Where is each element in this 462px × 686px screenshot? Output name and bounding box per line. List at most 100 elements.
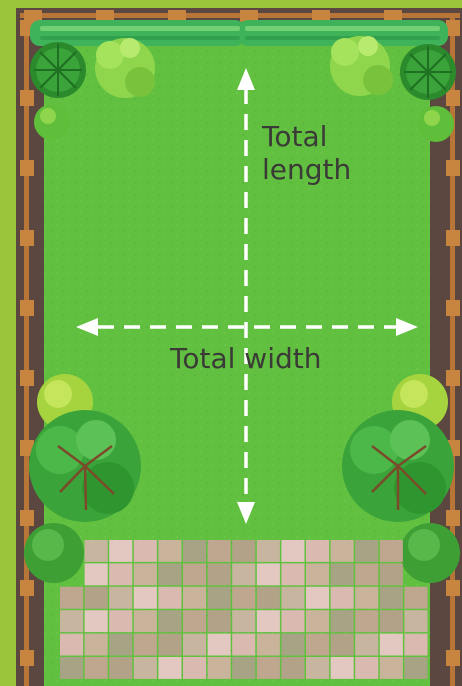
paver-tile	[85, 587, 108, 609]
paver-tile	[183, 657, 206, 679]
paver-tile	[404, 610, 427, 632]
fence-post	[446, 160, 460, 176]
paver-tile	[355, 657, 378, 679]
paver-tile	[355, 634, 378, 656]
paver-tile	[257, 634, 280, 656]
paver-tile	[208, 610, 231, 632]
fence-post	[446, 370, 460, 386]
paver-tile	[109, 610, 132, 632]
fence-post	[446, 90, 460, 106]
paver-tile	[183, 563, 206, 585]
fence-post	[446, 510, 460, 526]
paver-tile	[257, 657, 280, 679]
paver-tile	[158, 610, 181, 632]
fence-post	[20, 300, 34, 316]
palm-tree-icon	[30, 42, 86, 98]
paver-tile	[134, 610, 157, 632]
paver-tile	[355, 540, 378, 562]
canopy-tree-icon	[29, 410, 141, 522]
fence-post	[446, 650, 460, 666]
paver-tile	[134, 563, 157, 585]
round-bush-icon	[24, 523, 84, 583]
paver-tile	[355, 610, 378, 632]
paver-tile	[183, 540, 206, 562]
paver-tile	[85, 657, 108, 679]
paver-tile	[306, 540, 329, 562]
paver-tile	[380, 610, 403, 632]
paver-tile	[232, 657, 255, 679]
fence-post	[446, 580, 460, 596]
paver-tile	[380, 563, 403, 585]
paver-tile	[60, 587, 83, 609]
paver-tile	[232, 587, 255, 609]
paver-tile	[109, 540, 132, 562]
round-bush-icon	[400, 523, 460, 583]
paver-tile	[158, 587, 181, 609]
paver-tile	[306, 657, 329, 679]
paver-tile	[109, 657, 132, 679]
paver-tile	[281, 540, 304, 562]
paver-tile	[380, 657, 403, 679]
paver-tile	[232, 540, 255, 562]
paver-tile	[208, 634, 231, 656]
paver-tile	[355, 563, 378, 585]
paver-tile	[404, 657, 427, 679]
fence-post	[20, 90, 34, 106]
fence-post	[20, 510, 34, 526]
paver-tile	[109, 563, 132, 585]
paver-tile	[331, 610, 354, 632]
fence-post	[446, 300, 460, 316]
paver-tile	[183, 610, 206, 632]
round-bush-icon	[34, 104, 70, 140]
paver-tile	[60, 657, 83, 679]
paver-tile	[281, 634, 304, 656]
paver-tile	[257, 563, 280, 585]
paver-tile	[380, 634, 403, 656]
canopy-tree-icon	[342, 410, 454, 522]
fence-post	[446, 20, 460, 36]
paver-tile	[281, 657, 304, 679]
paver-tile	[306, 563, 329, 585]
palm-tree-icon	[400, 44, 456, 100]
paver-tile	[60, 610, 83, 632]
paver-tile	[208, 587, 231, 609]
paver-tile	[281, 563, 304, 585]
paver-tile	[85, 563, 108, 585]
paver-tile	[380, 540, 403, 562]
paver-tile	[281, 587, 304, 609]
paver-tile	[257, 587, 280, 609]
fence-post	[20, 160, 34, 176]
paver-tile	[306, 634, 329, 656]
leafy-shrub-icon	[95, 38, 155, 98]
paver-tile	[232, 634, 255, 656]
paver-tile	[281, 610, 304, 632]
paver-tile	[134, 634, 157, 656]
top-hedge	[30, 20, 448, 46]
paver-tile	[158, 540, 181, 562]
paver-tile	[85, 540, 108, 562]
paver-tile	[85, 610, 108, 632]
paver-tile	[109, 587, 132, 609]
fence-post	[20, 650, 34, 666]
total-length-label: Total length	[262, 120, 351, 186]
round-bush-icon	[418, 106, 454, 142]
paver-tile	[134, 587, 157, 609]
paver-tile	[109, 634, 132, 656]
paver-tile	[134, 540, 157, 562]
fence-post	[20, 580, 34, 596]
paver-tile	[183, 634, 206, 656]
paver-tile	[331, 540, 354, 562]
paver-tile	[85, 634, 108, 656]
paver-tile	[208, 563, 231, 585]
paver-tile	[183, 587, 206, 609]
paver-tile	[60, 634, 83, 656]
paver-tile	[232, 610, 255, 632]
paver-tile	[331, 587, 354, 609]
paver-tile	[331, 563, 354, 585]
paver-tile	[158, 657, 181, 679]
paver-tile	[404, 634, 427, 656]
fence-post	[446, 230, 460, 246]
paver-tile	[257, 540, 280, 562]
paver-tile	[331, 657, 354, 679]
fence-post	[20, 370, 34, 386]
